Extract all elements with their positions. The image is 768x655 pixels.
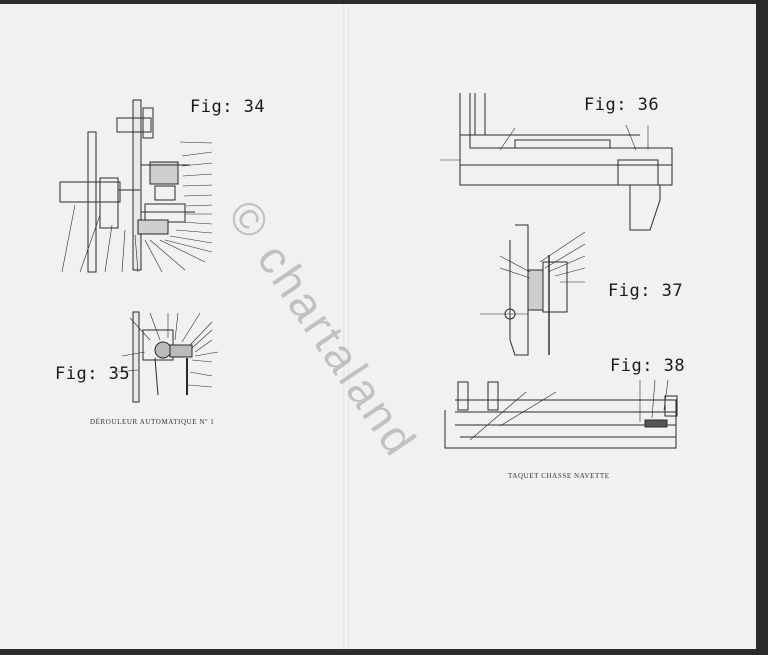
fig34-drawing [59, 99, 213, 273]
fig35-drawing [117, 311, 219, 403]
fig37-label: Fig: 37 [608, 281, 684, 301]
book-spread [0, 4, 756, 649]
fig37-drawing [480, 224, 586, 356]
fig34-label: Fig: 34 [190, 97, 266, 117]
fig36-label: Fig: 36 [584, 95, 660, 115]
fig36-drawing [440, 93, 673, 231]
fig38-drawing [444, 379, 678, 449]
right-caption: TAQUET CHASSE NAVETTE [508, 472, 610, 480]
left-caption: DÉROULEUR AUTOMATIQUE Nº 1 [90, 418, 215, 426]
page-fold [343, 4, 349, 649]
fig38-label: Fig: 38 [610, 356, 686, 376]
fig35-label: Fig: 35 [55, 364, 131, 384]
